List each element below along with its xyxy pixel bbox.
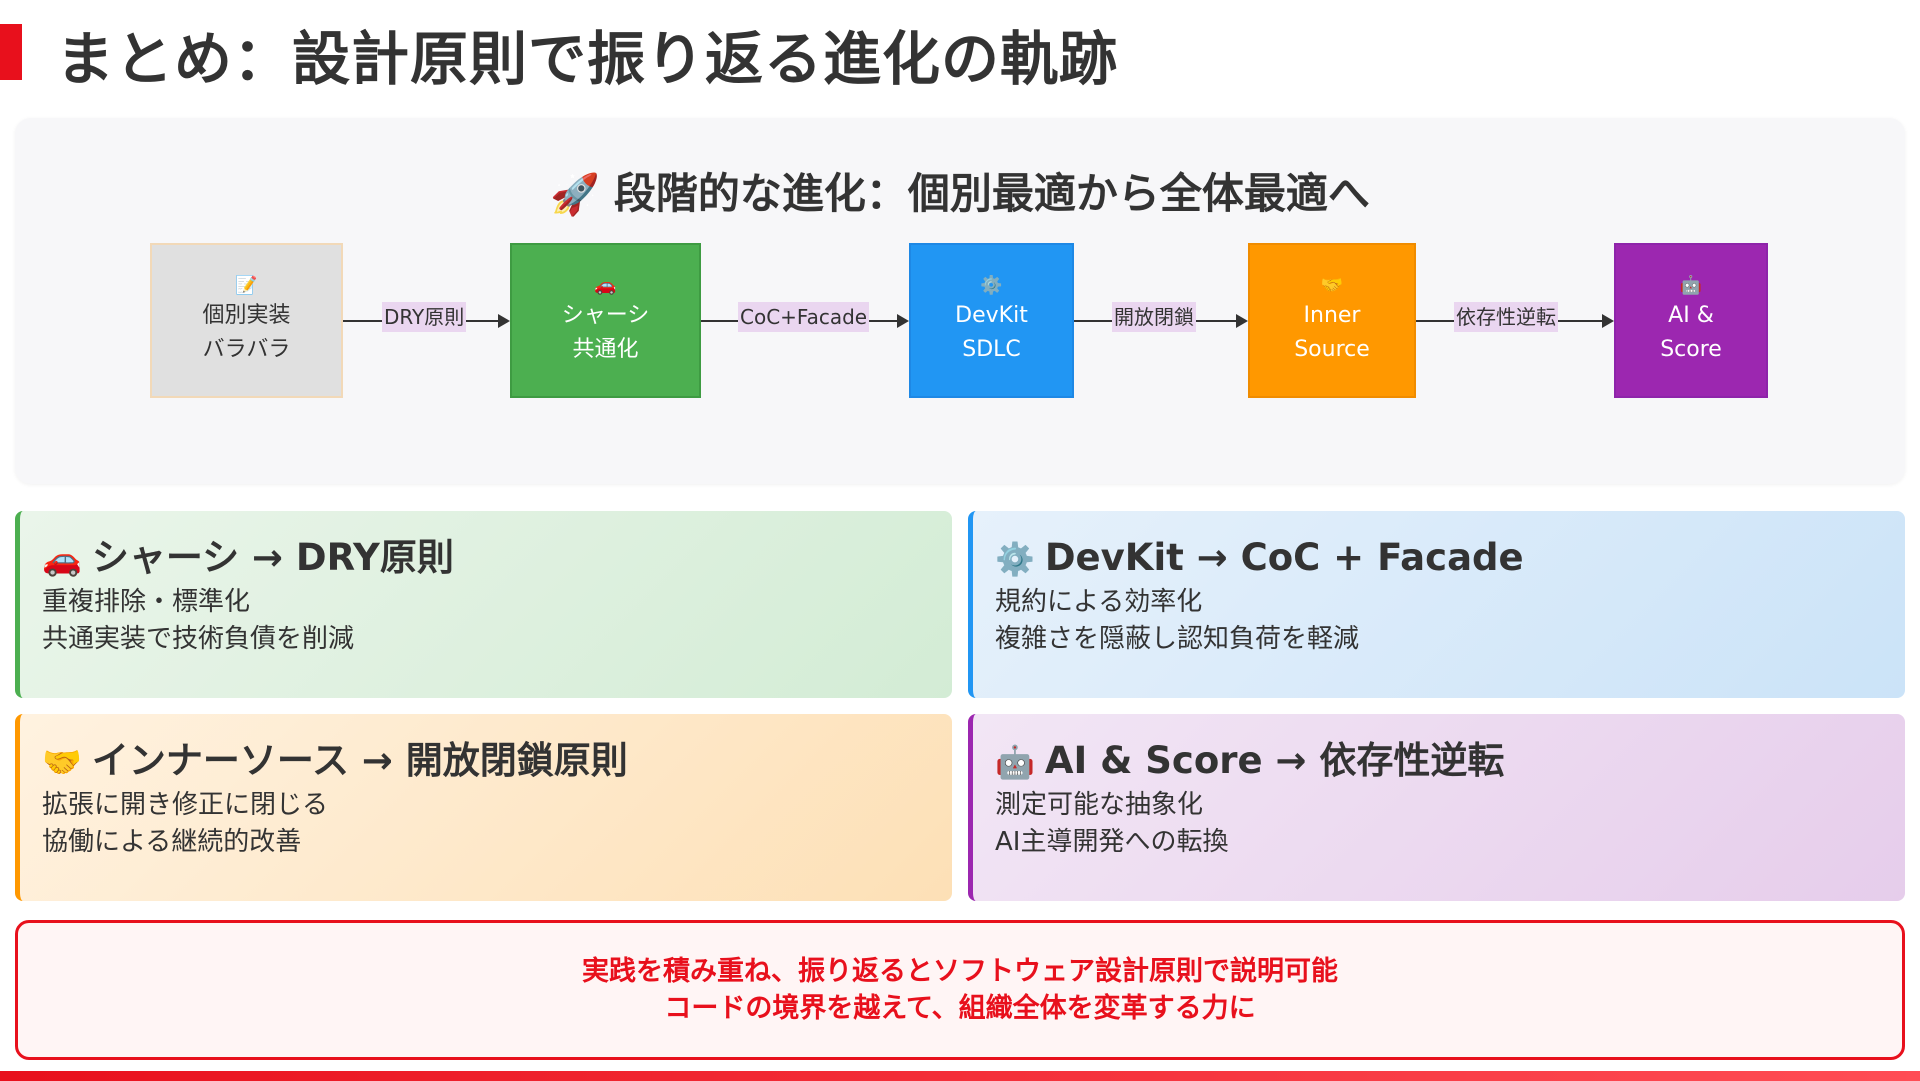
handshake-icon: 🤝	[1320, 274, 1344, 296]
callout-line1: 実践を積み重ね、振り返るとソフトウェア設計原則で説明可能	[582, 956, 1338, 987]
edge-label-coc-facade: CoC+Facade	[738, 302, 870, 332]
card-title-text: シャーシ → DRY原則	[91, 536, 454, 579]
robot-icon: 🤖	[995, 743, 1035, 781]
page-title: まとめ：設計原則で振り返る進化の軌跡	[56, 25, 1119, 93]
flow-title-text: 段階的な進化：個別最適から全体最適へ	[613, 169, 1370, 218]
flow-node-chassis: 🚗 シャーシ 共通化	[510, 243, 701, 398]
node-line2: バラバラ	[202, 336, 291, 362]
card-title-text: AI & Score → 依存性逆転	[1044, 739, 1505, 782]
flow-title: 🚀 段階的な進化：個別最適から全体最適へ	[0, 160, 1920, 221]
card-title: 🤖AI & Score → 依存性逆転	[995, 736, 1905, 787]
card-title-text: DevKit → CoC + Facade	[1044, 536, 1524, 579]
node-line1: DevKit	[955, 302, 1028, 328]
card-title: 🤝インナーソース → 開放閉鎖原則	[42, 736, 952, 787]
card-line: 共通実装で技術負債を削減	[42, 624, 355, 654]
node-line2: 共通化	[572, 336, 639, 362]
title-accent-bar	[0, 24, 22, 80]
card-line: 複雑さを隠蔽し認知負荷を軽減	[995, 624, 1360, 654]
node-line1: シャーシ	[561, 302, 650, 328]
edge-label-dry: DRY原則	[382, 302, 467, 332]
card-devkit-coc: ⚙️DevKit → CoC + Facade 規約による効率化 複雑さを隠蔽し…	[968, 511, 1905, 698]
handshake-icon: 🤝	[42, 743, 82, 781]
edge-label-dependency-inversion: 依存性逆転	[1454, 302, 1558, 332]
card-line: 測定可能な抽象化	[995, 790, 1204, 820]
node-line2: Score	[1660, 336, 1722, 362]
flow-node-devkit: ⚙️ DevKit SDLC	[909, 243, 1074, 398]
card-line: 拡張に開き修正に閉じる	[42, 790, 329, 820]
card-title-text: インナーソース → 開放閉鎖原則	[91, 739, 628, 782]
robot-icon: 🤖	[1679, 274, 1703, 296]
callout-line2: コードの境界を越えて、組織全体を変革する力に	[664, 993, 1256, 1024]
flow-node-inner-source: 🤝 Inner Source	[1248, 243, 1416, 398]
gear-icon: ⚙️	[995, 540, 1035, 578]
card-line: 重複排除・標準化	[42, 587, 251, 617]
car-icon: 🚗	[594, 274, 617, 296]
card-line: 協働による継続的改善	[42, 827, 302, 857]
bottom-accent-bar	[0, 1071, 1920, 1081]
node-line1: Inner	[1303, 302, 1361, 328]
node-line1: 個別実装	[202, 302, 291, 328]
card-chassis-dry: 🚗シャーシ → DRY原則 重複排除・標準化 共通実装で技術負債を削減	[15, 511, 952, 698]
flow-node-individual: 📝 個別実装 バラバラ	[150, 243, 343, 398]
memo-icon: 📝	[235, 274, 258, 296]
node-line2: Source	[1294, 336, 1370, 362]
car-icon: 🚗	[42, 540, 82, 578]
summary-callout: 実践を積み重ね、振り返るとソフトウェア設計原則で説明可能 コードの境界を越えて、…	[15, 920, 1905, 1060]
edge-label-open-closed: 開放閉鎖	[1112, 302, 1196, 332]
flow-node-ai-score: 🤖 AI & Score	[1614, 243, 1768, 398]
card-ai-score-dip: 🤖AI & Score → 依存性逆転 測定可能な抽象化 AI主導開発への転換	[968, 714, 1905, 901]
card-line: AI主導開発への転換	[995, 827, 1229, 857]
rocket-icon: 🚀	[550, 172, 600, 218]
gear-icon: ⚙️	[980, 274, 1003, 296]
node-line2: SDLC	[962, 336, 1021, 362]
card-inner-source-ocp: 🤝インナーソース → 開放閉鎖原則 拡張に開き修正に閉じる 協働による継続的改善	[15, 714, 952, 901]
card-title: 🚗シャーシ → DRY原則	[42, 533, 952, 584]
card-line: 規約による効率化	[995, 587, 1203, 617]
node-line1: AI &	[1668, 302, 1714, 328]
card-title: ⚙️DevKit → CoC + Facade	[995, 533, 1905, 584]
